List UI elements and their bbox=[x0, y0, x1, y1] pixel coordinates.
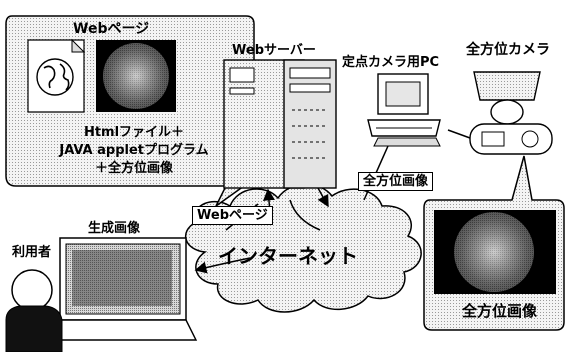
user-monitor-icon bbox=[50, 237, 198, 341]
camera-pc-label: 定点カメラ用PC bbox=[342, 55, 440, 70]
connector-lines bbox=[194, 129, 471, 274]
web-server-icon bbox=[223, 59, 337, 189]
omni-image-transfer-label: 全方位画像 bbox=[358, 172, 434, 191]
omni-image-bubble bbox=[423, 155, 565, 331]
omni-image-bubble-label: 全方位画像 bbox=[462, 302, 538, 320]
html-file-line: Htmlファイル＋ bbox=[83, 125, 185, 140]
omni-camera-icon bbox=[469, 71, 553, 155]
html-document-icon bbox=[27, 38, 86, 113]
web-page-content-text: Htmlファイル＋ JAVA appletプログラム ＋全方位画像 bbox=[36, 124, 232, 178]
web-server-label: Webサーバー bbox=[232, 43, 316, 58]
user-person-icon bbox=[5, 269, 63, 352]
internet-label: インターネット bbox=[218, 244, 358, 268]
omni-camera-label: 全方位カメラ bbox=[466, 42, 550, 58]
webpage-omni-image bbox=[96, 40, 176, 112]
user-label: 利用者 bbox=[12, 245, 52, 260]
generated-image-label: 生成画像 bbox=[88, 221, 141, 236]
web-page-title: Webページ bbox=[73, 21, 150, 37]
java-applet-line: JAVA appletプログラム bbox=[59, 143, 209, 158]
omni-image-line: ＋全方位画像 bbox=[94, 161, 173, 176]
camera-pc-icon bbox=[367, 73, 441, 147]
webpage-transfer-label: Webページ bbox=[192, 206, 273, 225]
